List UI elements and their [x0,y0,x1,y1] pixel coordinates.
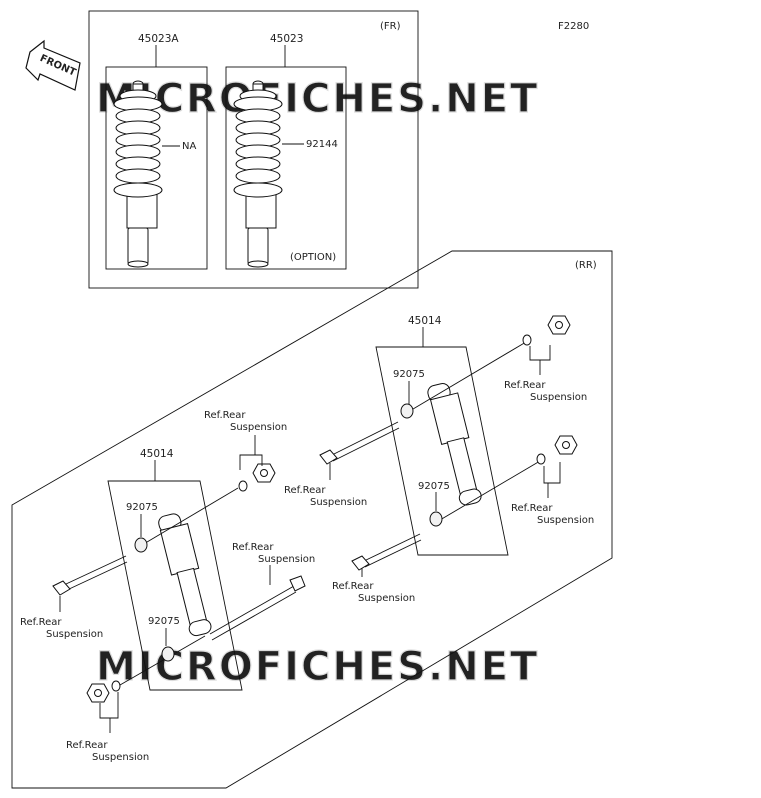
part-label-92075-lower-top: 92075 [126,502,158,513]
ref-rear-label-3a: Ref.Rear [511,503,553,514]
front-section-tag: (FR) [380,21,401,32]
bolt-icon-4 [209,575,306,641]
coilover-shock-b [233,80,283,268]
ref-rear-label-6b: Suspension [46,629,103,640]
rear-section-frame [11,250,613,789]
ref-rear-label-1a: Ref.Rear [504,380,546,391]
nut-icon [547,315,571,335]
part-label-92075-upper-top: 92075 [393,369,425,380]
front-box-a [105,66,208,270]
rear-shock-absorber-upper [427,383,482,506]
front-section: (FR) 45023A 45023 NA [88,10,419,289]
front-arrow-icon: FRONT [25,39,81,91]
bolt-icon-2 [351,533,422,571]
watermark-top: MICROFICHES.NET [96,76,539,122]
ref-rear-label-7a: Ref.Rear [232,542,274,553]
ref-rear-label-5b: Suspension [230,422,287,433]
ref-rear-label-4a: Ref.Rear [332,581,374,592]
part-label-45023: 45023 [270,33,303,45]
rear-shock-unit-lower: 45014 92075 Ref.Rear Suspension [20,410,315,763]
part-label-92144: 92144 [306,139,338,150]
part-label-45023A: 45023A [138,33,179,45]
option-note: (OPTION) [290,252,336,263]
rear-section-tag: (RR) [575,260,597,271]
ref-rear-label-8a: Ref.Rear [66,740,108,751]
bushing-icon [400,403,414,419]
part-label-45014-upper: 45014 [408,315,442,327]
ref-rear-label-3b: Suspension [537,515,594,526]
ref-rear-label-5a: Ref.Rear [204,410,246,421]
bushing-icon-3 [134,537,148,553]
spring-note-na: NA [182,141,196,152]
coilover-shock-a [113,80,163,268]
ref-rear-label-2b: Suspension [310,497,367,508]
ref-rear-label-1b: Suspension [530,392,587,403]
nut-icon-4 [86,683,110,703]
rear-shock-absorber-lower [158,513,212,637]
front-section-frame [88,10,419,289]
part-label-92075-upper-bottom: 92075 [418,481,450,492]
ref-rear-label-8b: Suspension [92,752,149,763]
diagram-id: F2280 [558,21,589,32]
part-label-45014-lower: 45014 [140,448,174,460]
nut-icon-2 [554,435,578,455]
ref-rear-label-6a: Ref.Rear [20,617,62,628]
ref-rear-label-4b: Suspension [358,593,415,604]
nut-icon-3 [252,463,276,483]
front-box-b [225,66,347,270]
bolt-icon-3 [52,555,128,596]
ref-rear-label-7b: Suspension [258,554,315,565]
bolt-icon [319,421,400,465]
ref-rear-label-2a: Ref.Rear [284,485,326,496]
rear-shock-unit-upper: 45014 92075 Ref.Rear Suspensi [284,315,594,604]
part-label-92075-lower-bottom: 92075 [148,616,180,627]
bushing-icon-2 [429,511,443,527]
bushing-icon-4 [161,646,175,662]
rear-section: (RR) 45014 92075 [11,250,613,789]
